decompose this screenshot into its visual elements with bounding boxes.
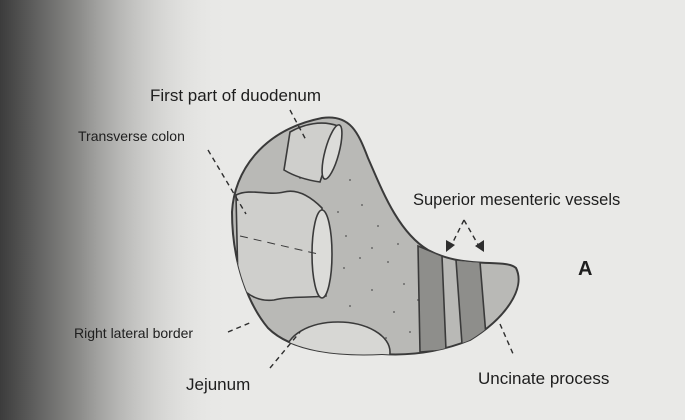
- label-superior-mesenteric-vessels: Superior mesenteric vessels: [413, 191, 620, 209]
- label-right-lateral-border: Right lateral border: [74, 325, 193, 341]
- superior-mesenteric-artery: [456, 260, 486, 344]
- label-first-part-of-duodenum: First part of duodenum: [150, 86, 321, 105]
- label-uncinate-process: Uncinate process: [478, 369, 609, 388]
- label-jejunum: Jejunum: [186, 375, 250, 394]
- page-binding-shadow: [0, 0, 230, 420]
- label-transverse-colon: Transverse colon: [78, 128, 185, 144]
- label-panel-letter: A: [578, 258, 592, 280]
- transverse-colon-cut-end: [312, 210, 332, 298]
- superior-mesenteric-vein: [418, 246, 446, 352]
